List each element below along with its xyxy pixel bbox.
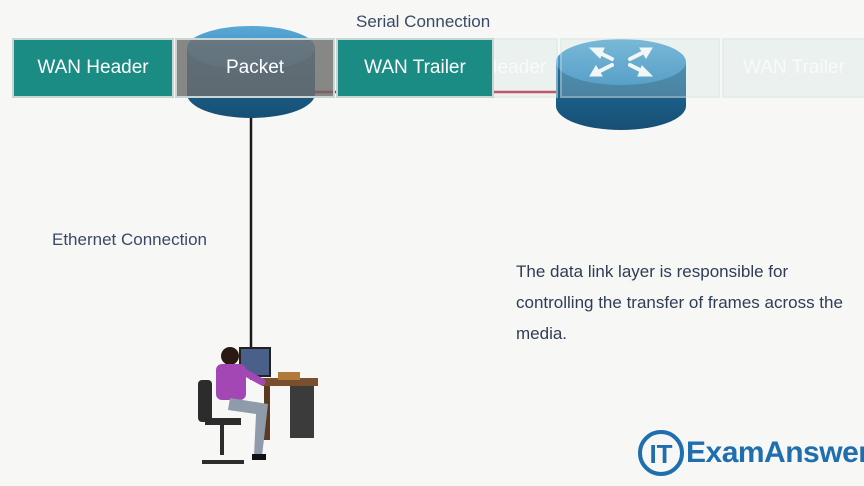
ethernet-connection-label: Ethernet Connection: [52, 230, 207, 249]
it-logo-icon: IT: [638, 430, 684, 476]
description-text: The data link layer is responsible for c…: [516, 262, 843, 343]
serial-connection-label: Serial Connection: [356, 12, 491, 31]
packet-block: Packet: [175, 38, 335, 98]
itexamanswers-logo: IT ExamAnswers: [636, 428, 864, 478]
logo-brand-name: ExamAnswers: [686, 436, 864, 469]
wan-trailer-block: WAN Trailer: [336, 38, 494, 98]
wan-trailer-label: WAN Trailer: [364, 57, 466, 78]
ghost-frame-trailer: WAN Trailer: [722, 38, 864, 98]
wan-header-label: WAN Header: [37, 57, 149, 78]
ghost-frame-trailer-label: WAN Trailer: [743, 57, 845, 78]
wan-header-block: WAN Header: [12, 38, 174, 98]
packet-label: Packet: [225, 57, 285, 78]
ghost-frame-header-label: Header: [483, 57, 547, 78]
user-workstation-icon: [198, 347, 318, 464]
ghost-frame-packet: [560, 38, 720, 98]
logo-it-text: IT: [649, 439, 672, 469]
right-router-icon: [556, 39, 686, 130]
